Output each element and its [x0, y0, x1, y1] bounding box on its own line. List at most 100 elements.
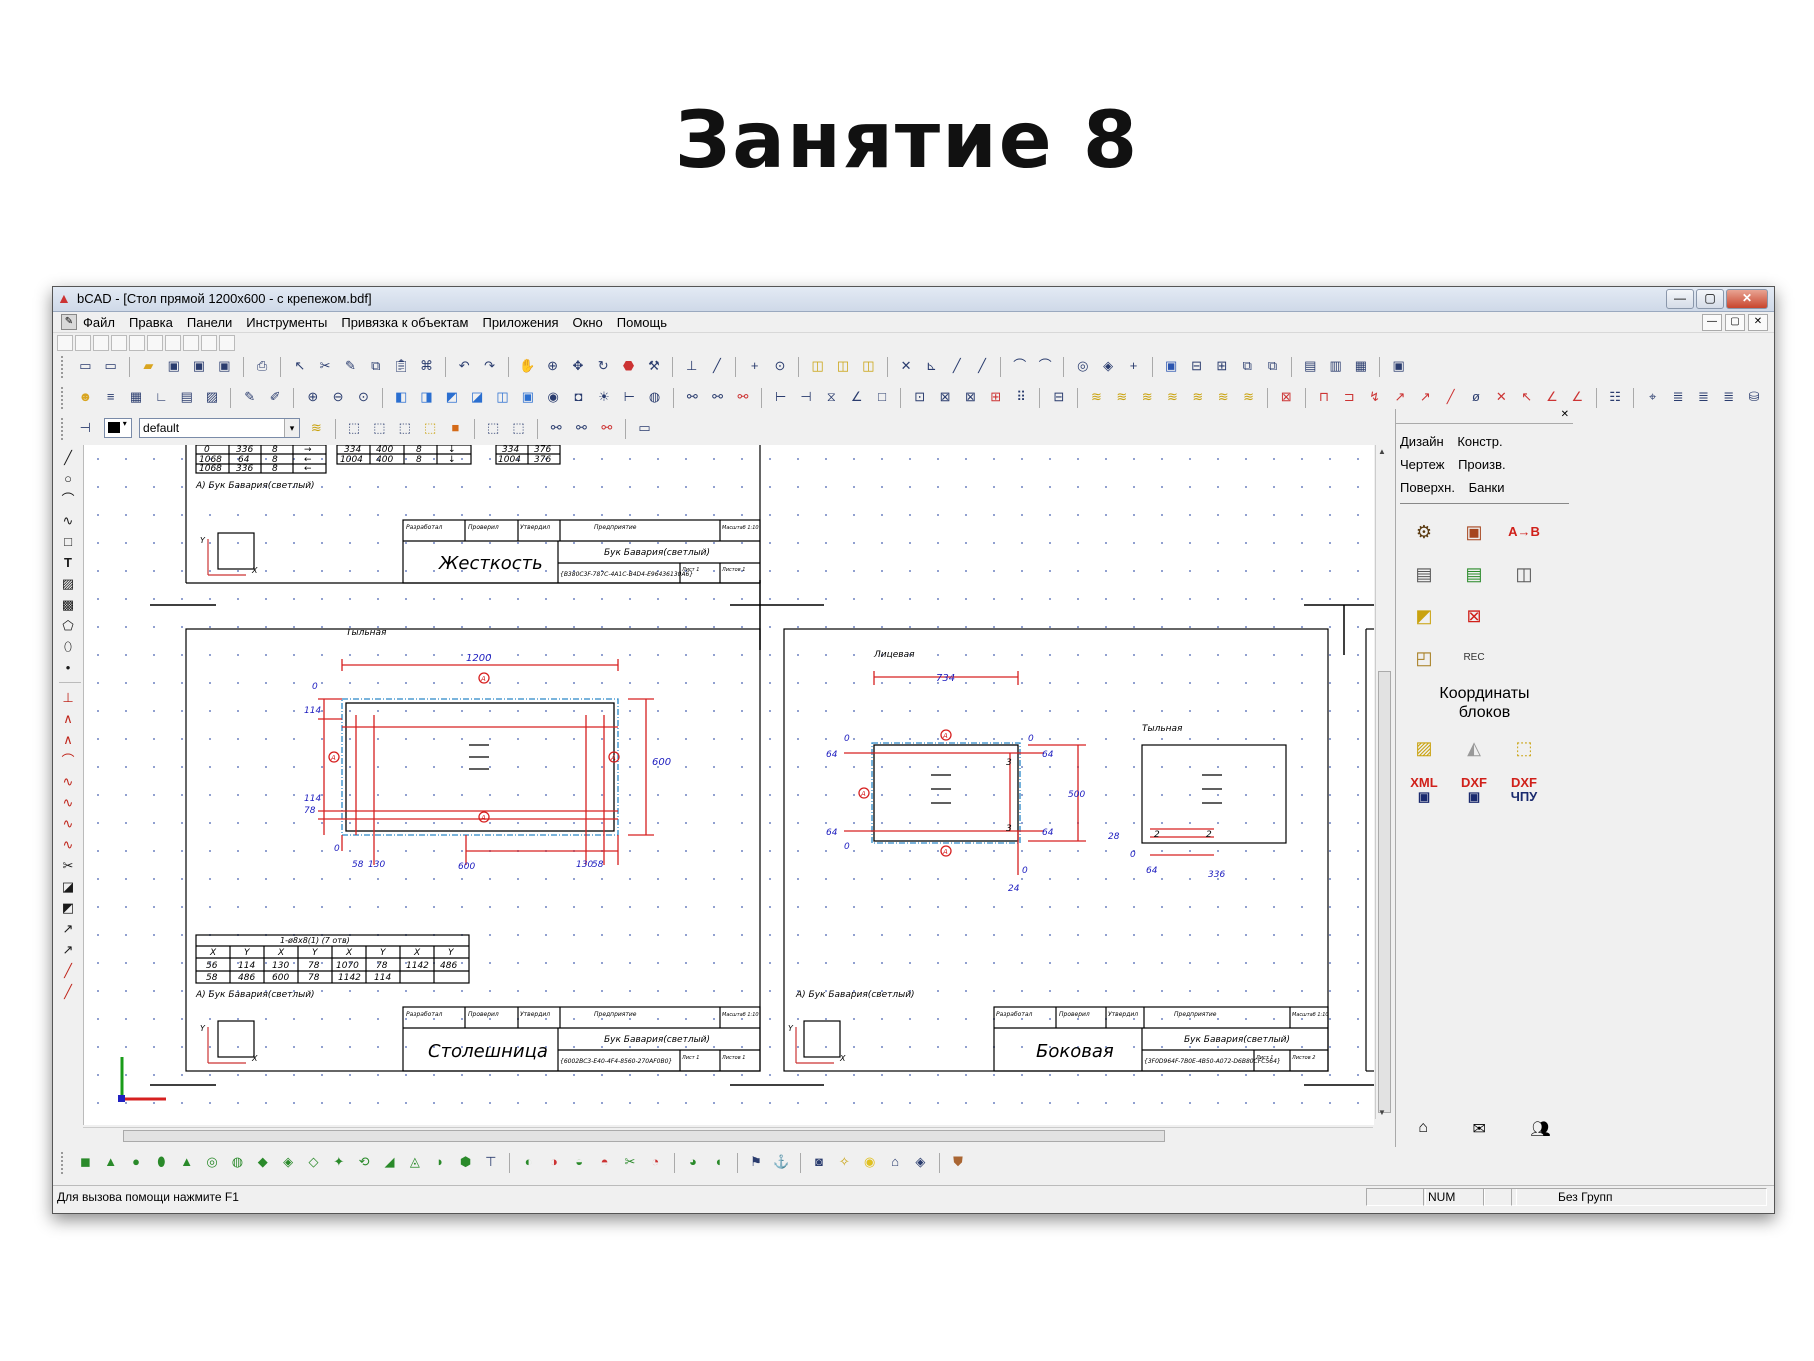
save-all-icon[interactable]: ▣	[218, 358, 231, 373]
tab-banks[interactable]: Банки	[1468, 480, 1505, 495]
database-icon[interactable]: ⛁	[1748, 389, 1760, 404]
surface-icon[interactable]: ◗	[436, 1154, 445, 1169]
matrix-icon[interactable]: ⠿	[1016, 389, 1026, 404]
tangent-icon[interactable]: ╱	[952, 358, 961, 373]
horizontal-scroll-thumb[interactable]	[123, 1130, 1165, 1142]
document-icon[interactable]: ✎	[61, 314, 77, 330]
doc-tab[interactable]	[57, 335, 73, 351]
material7-icon[interactable]: ≋	[1243, 389, 1254, 404]
spline-tool-icon[interactable]: ∿	[62, 513, 74, 528]
dim-base-icon[interactable]: ⊐	[1343, 389, 1355, 404]
edit-pencil-icon[interactable]: ✎	[345, 358, 356, 373]
circle-tool-icon[interactable]: ○	[64, 471, 72, 486]
line-tool-icon[interactable]: ╱	[64, 450, 72, 465]
ellipse-tool-icon[interactable]: ⬯	[63, 639, 73, 654]
dim-diameter-icon[interactable]: ↗	[1394, 389, 1406, 404]
scroll-down-icon[interactable]: ▼	[1378, 1108, 1386, 1117]
layout-one-icon[interactable]: ▤	[1304, 358, 1317, 373]
render-icon[interactable]: ▣	[1165, 358, 1178, 373]
maximize-button[interactable]: ▢	[1696, 289, 1724, 309]
home-icon[interactable]: ⌂	[1418, 1119, 1428, 1136]
users-icon[interactable]: 👥︎	[1530, 1121, 1551, 1138]
drawing-svg[interactable]: 0 336 8 → 1068 64 8 ← 1068 336 8 ← 334 4…	[84, 445, 1374, 1125]
cone-icon[interactable]: ▲	[180, 1154, 194, 1169]
dim-aligned-icon[interactable]: ⊣	[800, 389, 812, 404]
dim-curve2-icon[interactable]: ∿	[62, 795, 74, 810]
brush-icon[interactable]: ✐	[269, 389, 281, 404]
midpoint-icon[interactable]: ╱	[978, 358, 986, 373]
move-view-icon[interactable]: ✥	[572, 358, 584, 373]
dim-arrow-icon[interactable]: ↗	[1419, 389, 1431, 404]
hatch2-tool-icon[interactable]: ▩	[61, 597, 75, 612]
spec-table-icon[interactable]: ▤	[1415, 564, 1433, 584]
nesting-icon[interactable]: ◭	[1467, 738, 1481, 758]
box3-icon[interactable]: ◫	[862, 358, 875, 373]
material4-icon[interactable]: ≋	[1167, 389, 1178, 404]
window-cascade-icon[interactable]: ⧉	[1242, 358, 1252, 373]
print-icon[interactable]: ⎙	[256, 358, 268, 373]
select-icon[interactable]: ↖	[294, 358, 306, 373]
cylinder-icon[interactable]: ⬮	[157, 1154, 166, 1169]
sweep-icon[interactable]: ◇	[308, 1154, 319, 1169]
binoculars3-icon[interactable]: ⚯	[737, 389, 749, 404]
binoculars2-icon[interactable]: ⚯	[576, 420, 587, 435]
chamfer-icon[interactable]: ◩	[61, 900, 75, 915]
minimize-button[interactable]: —	[1666, 289, 1694, 309]
dim-curve-icon[interactable]: ∿	[62, 774, 74, 789]
dim-slant-icon[interactable]: ╱	[1446, 389, 1455, 404]
doc-tab[interactable]	[75, 335, 91, 351]
fillet-icon[interactable]: ◪	[61, 879, 75, 894]
menu-apps[interactable]: Приложения	[482, 315, 559, 330]
arc-tool-icon[interactable]: ⌒	[61, 492, 75, 507]
view-top-icon[interactable]: ◫	[496, 389, 509, 404]
table-icon[interactable]: ▤	[180, 389, 193, 404]
wedge-icon[interactable]: ◢	[384, 1154, 395, 1169]
revolve-icon[interactable]: ◈	[283, 1154, 294, 1169]
doc-tab[interactable]	[165, 335, 181, 351]
hatch-tool-icon[interactable]: ▨	[61, 576, 75, 591]
export-dxf-icon[interactable]: DXF▣	[1461, 775, 1487, 804]
dim-angle3-icon[interactable]: ∠	[1571, 389, 1584, 404]
material2-icon[interactable]: ≋	[1116, 389, 1128, 404]
material6-icon[interactable]: ≋	[1217, 389, 1229, 404]
toolbar-grip[interactable]	[61, 387, 67, 409]
menu-panels[interactable]: Панели	[186, 315, 233, 330]
furniture-icon[interactable]: ▣	[1465, 522, 1483, 542]
color-picker[interactable]: ▾	[103, 418, 132, 438]
view-left-icon[interactable]: ◩	[445, 389, 458, 404]
scale2-icon[interactable]: ⊠	[939, 389, 951, 404]
horizontal-scrollbar[interactable]	[83, 1127, 1373, 1143]
record-macro-icon[interactable]: REC	[1463, 652, 1485, 663]
tee-icon[interactable]: ⊤	[485, 1154, 497, 1169]
scroll-up-icon[interactable]: ▲	[1378, 447, 1386, 456]
layers-icon[interactable]: ≡	[106, 389, 115, 404]
block-icon[interactable]: ⊟	[1053, 389, 1065, 404]
intersect-icon[interactable]: ✕	[900, 358, 912, 373]
layout-icon[interactable]: ◫	[1515, 564, 1533, 584]
arc-snap-icon[interactable]: ⌒	[1013, 358, 1027, 373]
spotlight-icon[interactable]: ✧	[838, 1154, 850, 1169]
window-titlebar[interactable]: ▲ bCAD - [Стол прямой 1200x600 - с крепе…	[53, 287, 1774, 312]
new-template-icon[interactable]: ▭	[104, 358, 117, 373]
slice-icon[interactable]: ◓	[600, 1154, 609, 1169]
offset2-icon[interactable]: ╱	[64, 984, 72, 999]
hammer-icon[interactable]: ⚒	[648, 358, 660, 373]
cube2-icon[interactable]: ⬚	[512, 420, 525, 435]
binoculars-icon[interactable]: ⚯	[550, 420, 562, 435]
menu-snap[interactable]: Привязка к объектам	[341, 315, 469, 330]
menu-tools[interactable]: Инструменты	[246, 315, 328, 330]
snap-line-icon[interactable]: ╱	[713, 358, 721, 373]
close-button[interactable]: ✕	[1726, 289, 1768, 309]
spec-money-icon[interactable]: ▤	[1465, 564, 1483, 584]
view-back-icon[interactable]: ◨	[420, 389, 433, 404]
coordinates-icon[interactable]: ▨	[1415, 738, 1433, 758]
grid-icon[interactable]: ▦	[129, 389, 143, 404]
tab-drawing[interactable]: Чертеж	[1400, 457, 1445, 472]
tab-surfaces[interactable]: Поверхн.	[1400, 480, 1455, 495]
dim-leader-icon[interactable]: ↖	[1521, 389, 1533, 404]
rotate-view-icon[interactable]: ↻	[597, 358, 609, 373]
pin-icon[interactable]: ⊣	[79, 420, 91, 435]
doc-tab[interactable]	[147, 335, 163, 351]
window-arrange-icon[interactable]: ⧉	[1267, 358, 1278, 373]
box2-icon[interactable]: ◫	[836, 358, 850, 373]
